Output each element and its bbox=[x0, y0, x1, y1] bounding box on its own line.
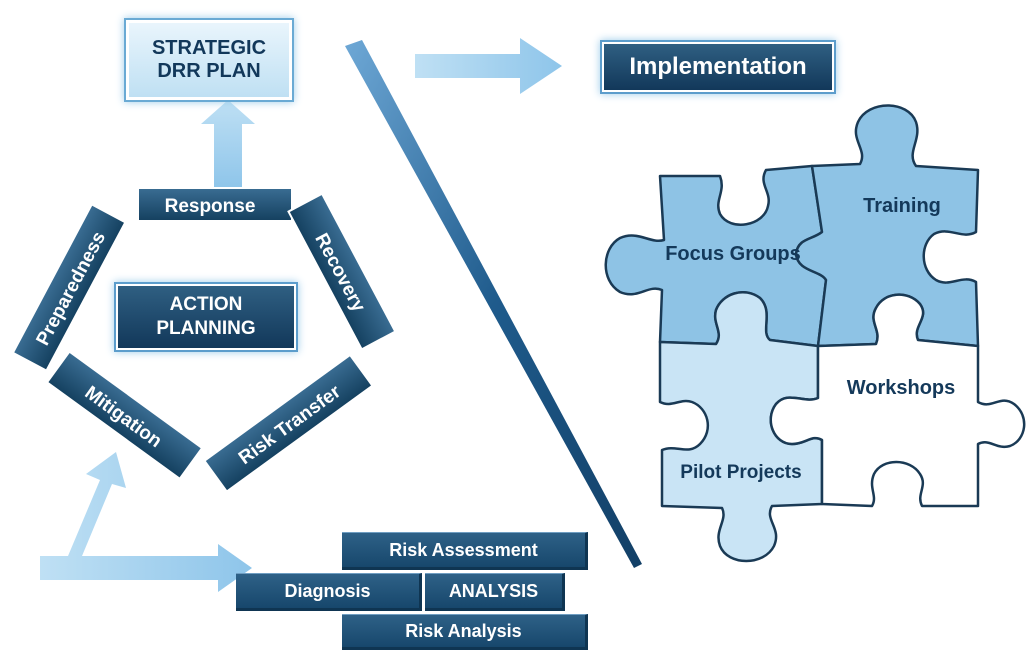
feedback-arrow bbox=[40, 452, 252, 592]
right-arrow bbox=[415, 38, 562, 94]
action-planning-line2: PLANNING bbox=[156, 318, 256, 339]
risk-analysis-bar: Risk Analysis bbox=[342, 614, 588, 650]
puzzle-label-focus-groups: Focus Groups bbox=[665, 243, 801, 265]
diagnosis-label: Diagnosis bbox=[284, 580, 371, 601]
puzzle-piece-pilot-projects bbox=[658, 291, 824, 563]
analysis-label: ANALYSIS bbox=[448, 580, 539, 601]
puzzle-label-workshops: Workshops bbox=[847, 377, 956, 399]
puzzle bbox=[604, 104, 1026, 563]
strategic-drr-plan-box: STRATEGIC DRR PLAN bbox=[126, 20, 292, 100]
action-planning-line1: ACTION bbox=[169, 294, 243, 315]
risk-assessment-label: Risk Assessment bbox=[389, 539, 538, 560]
up-arrow bbox=[201, 100, 255, 188]
cycle-recovery: Recovery bbox=[287, 192, 397, 351]
implementation-label: Implementation bbox=[629, 53, 807, 80]
risk-transfer-label: Risk Transfer bbox=[235, 381, 345, 469]
strategic-plan-line2: DRR PLAN bbox=[157, 60, 261, 82]
cycle-response: Response bbox=[137, 187, 293, 222]
cycle-risk-transfer: Risk Transfer bbox=[203, 353, 374, 493]
implementation-box: Implementation bbox=[602, 42, 834, 92]
puzzle-label-training: Training bbox=[863, 195, 941, 217]
puzzle-piece-workshops bbox=[769, 293, 1026, 508]
response-label: Response bbox=[165, 196, 256, 217]
analysis-bar: ANALYSIS bbox=[425, 573, 565, 611]
strategic-plan-line1: STRATEGIC bbox=[151, 37, 267, 59]
diagnosis-bar: Diagnosis bbox=[236, 573, 422, 611]
cycle-preparedness: Preparedness bbox=[11, 203, 127, 372]
puzzle-label-pilot-projects: Pilot Projects bbox=[680, 462, 801, 483]
risk-analysis-label: Risk Analysis bbox=[405, 620, 522, 641]
cycle-mitigation: Mitigation bbox=[45, 350, 204, 481]
risk-assessment-bar: Risk Assessment bbox=[342, 532, 588, 570]
action-planning-box: ACTION PLANNING bbox=[116, 284, 296, 350]
diagonal-divider bbox=[345, 40, 642, 568]
puzzle-piece-training bbox=[794, 104, 980, 348]
